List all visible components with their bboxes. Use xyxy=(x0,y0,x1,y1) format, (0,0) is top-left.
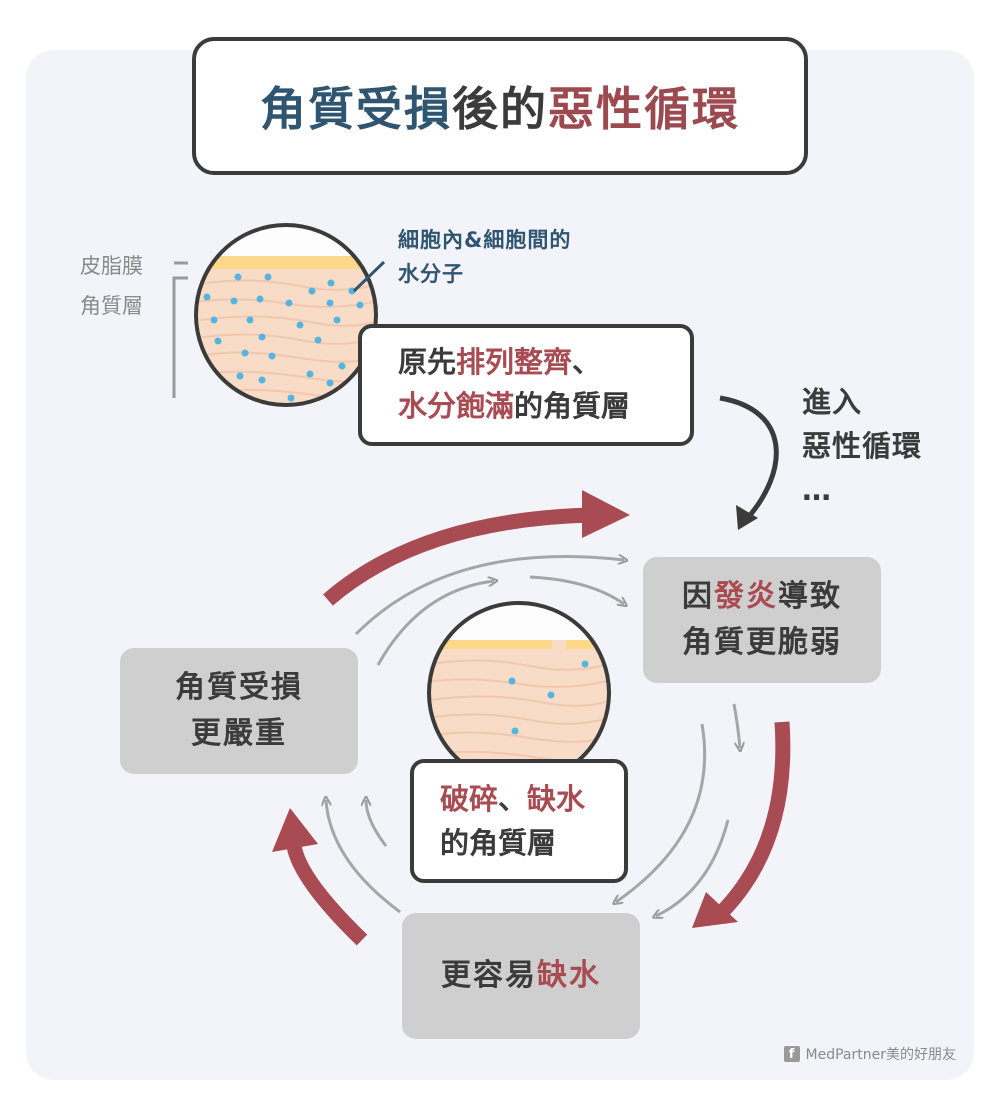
footer-brand: MedPartner美的好朋友 xyxy=(805,1047,956,1063)
water-molecule-label-line1: 細胞內&細胞間的 xyxy=(398,228,572,252)
stratum-label: 角質層 xyxy=(80,294,143,318)
damage-line2: 更嚴重 xyxy=(191,716,287,751)
side-bracket xyxy=(172,261,188,398)
water-molecule-label: 細胞內&細胞間的 水分子 xyxy=(398,223,571,291)
cycle-gray-arrows xyxy=(326,556,740,916)
healthy-stratum-box: 原先排列整齊、 水分飽滿的角質層 xyxy=(358,324,694,446)
damaged-box-line2: 的角質層 xyxy=(440,826,557,860)
title-part-cycle: 惡性循環 xyxy=(548,82,740,136)
enter-cycle-arrow xyxy=(719,395,779,522)
sebum-label: 皮脂膜 xyxy=(80,254,143,278)
dehydration-step-box: 更容易缺水 xyxy=(402,913,640,1039)
page-title: 角質受損後的惡性循環 xyxy=(192,37,808,175)
healthy-box-line2: 水分飽滿的角質層 xyxy=(398,389,631,423)
damaged-box-line1: 破碎、缺水 xyxy=(440,782,586,816)
damage-step-box: 角質受損 更嚴重 xyxy=(120,648,358,774)
facebook-icon: f xyxy=(783,1046,800,1062)
damaged-skin-circle xyxy=(427,601,611,785)
enter-cycle-label: 進入 惡性循環 … xyxy=(802,385,923,507)
dehydration-line: 更容易缺水 xyxy=(441,958,601,993)
water-molecule-label-line2: 水分子 xyxy=(398,262,464,286)
inflammation-line1: 因發炎導致 xyxy=(682,579,842,614)
title-part-after: 後的 xyxy=(452,82,548,136)
title-part-damage: 角質受損 xyxy=(260,82,452,136)
inflammation-step-box: 因發炎導致 角質更脆弱 xyxy=(643,557,881,683)
inflammation-line2: 角質更脆弱 xyxy=(682,625,842,660)
enter-cycle-arrowhead xyxy=(736,505,758,530)
damage-line1: 角質受損 xyxy=(175,670,303,705)
footer-credit: f MedPartner美的好朋友 xyxy=(783,1044,956,1064)
cycle-red-arrows xyxy=(272,490,791,946)
damaged-stratum-box: 破碎、缺水 的角質層 xyxy=(410,759,628,883)
healthy-box-line1: 原先排列整齊、 xyxy=(398,345,602,379)
